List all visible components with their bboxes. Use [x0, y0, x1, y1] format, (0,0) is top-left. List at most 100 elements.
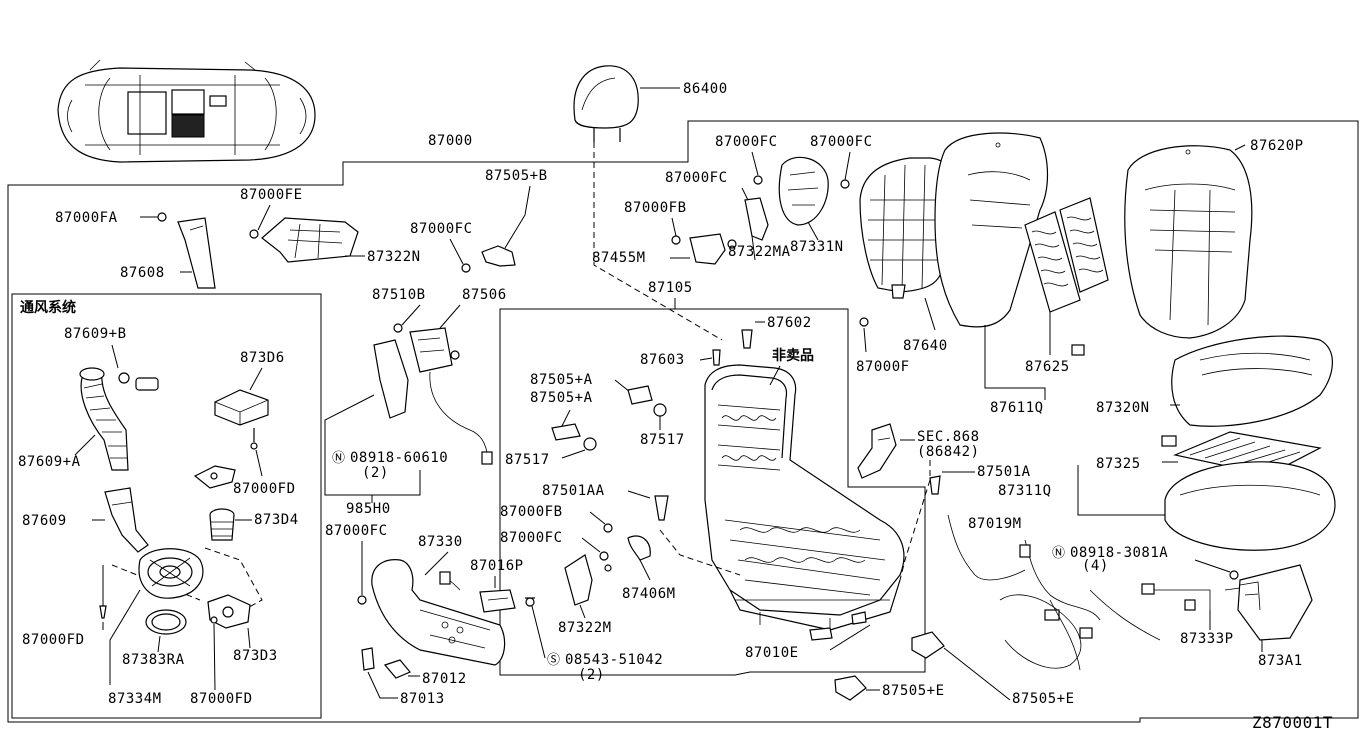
callout-87013: 87013 — [400, 691, 445, 707]
callout-87000FC-b: 87000FC — [715, 134, 778, 150]
module-873D6 — [214, 389, 269, 450]
cover-87331N — [778, 156, 829, 226]
callout-87000F: 87000F — [856, 359, 910, 375]
callout-87016P: 87016P — [470, 558, 524, 574]
motor-873D3 — [207, 594, 251, 629]
bracket-small-vent — [193, 465, 236, 489]
diagram-id: Z870001T — [1252, 713, 1333, 732]
knob-87012 — [383, 659, 411, 679]
ventilation-box — [11, 293, 322, 719]
seat-frame-87010E — [704, 364, 905, 641]
callout-87625: 87625 — [1025, 359, 1070, 375]
ventilation-title: 通风系统 — [20, 299, 76, 316]
knob-87013 — [361, 647, 375, 671]
callout-87019M: 87019M — [968, 516, 1022, 532]
callout-87505E-a: 87505+E — [882, 683, 945, 699]
callout-87000: 87000 — [428, 133, 473, 149]
cushion-cover-87320N — [1171, 335, 1333, 427]
callout-87320N: 87320N — [1096, 400, 1150, 416]
callout-87000FC-d: 87000FC — [665, 170, 728, 186]
callout-873D4: 873D4 — [254, 512, 299, 528]
callout-87325: 87325 — [1096, 456, 1141, 472]
callout-873A1: 873A1 — [1258, 653, 1303, 669]
callout-87000FB-b: 87000FB — [500, 504, 563, 520]
blower-87334M — [138, 548, 204, 635]
callout-87322M: 87322M — [558, 620, 612, 636]
callout-87105: 87105 — [648, 280, 693, 296]
callout-87000FD-c: 87000FD — [190, 691, 253, 707]
side-shield-87330 — [371, 559, 506, 666]
clip-87505E-a — [834, 675, 867, 701]
grommet-873D4 — [209, 508, 235, 541]
callout-08918-60610: 08918-60610 — [350, 450, 448, 466]
callout-87012: 87012 — [422, 671, 467, 687]
callout-87602: 87602 — [767, 315, 812, 331]
callout-87406M: 87406M — [622, 586, 676, 602]
headrest — [573, 65, 639, 142]
callout-873D6: 873D6 — [240, 350, 285, 366]
callout-87505A-b: 87505+A — [530, 390, 593, 406]
duct-87609A — [79, 367, 159, 471]
callout-87609B: 87609+B — [64, 326, 127, 342]
callout-87611Q: 87611Q — [990, 400, 1044, 416]
seatback-cover-87611Q — [934, 132, 1049, 328]
callout-08918-3081A: 08918-3081A — [1070, 545, 1168, 561]
circle-n-ref-a: Ⓝ — [332, 451, 345, 466]
callout-87311Q: 87311Q — [998, 483, 1052, 499]
callout-87383RA: 87383RA — [122, 652, 185, 668]
trim-87608 — [177, 217, 216, 289]
qty-08543-51042: (2) — [578, 667, 605, 683]
cover-87322M — [564, 554, 612, 606]
callout-87334M: 87334M — [108, 691, 162, 707]
callout-08543-51042: 08543-51042 — [565, 652, 663, 668]
callout-87333P: 87333P — [1180, 631, 1234, 647]
callout-87322MA: 87322MA — [728, 244, 791, 260]
seatback-pad-87640 — [859, 157, 955, 299]
seatback-pad-87620P — [1124, 145, 1253, 339]
clip-87505E-b — [911, 631, 945, 659]
car-thumbnail — [57, 59, 316, 163]
bracket-87322N — [249, 217, 359, 263]
lever-87406M — [627, 535, 651, 561]
fan-873A1 — [1224, 564, 1313, 641]
callout-87608: 87608 — [120, 265, 165, 281]
harness-87019M — [947, 514, 1161, 671]
callout-87501A: 87501A — [977, 464, 1031, 480]
callout-87517-a: 87517 — [640, 432, 685, 448]
callout-87322N: 87322N — [367, 249, 421, 265]
callout-87331N: 87331N — [790, 239, 844, 255]
callout-87010E: 87010E — [745, 645, 799, 661]
qty-08918-60610: (2) — [362, 465, 389, 481]
switch-87016P — [439, 571, 535, 613]
callout-985H0: 985H0 — [346, 501, 391, 517]
frame-assembly-outline — [499, 308, 926, 676]
sec-ref-line1: SEC.868 — [917, 429, 980, 445]
callout-87455M: 87455M — [592, 250, 646, 266]
callout-87505B: 87505+B — [485, 168, 548, 184]
callout-87640: 87640 — [903, 338, 948, 354]
callout-87000FC-f: 87000FC — [325, 523, 388, 539]
sec-ref-line2: (86842) — [917, 444, 980, 460]
callout-87505E-b: 87505+E — [1012, 691, 1075, 707]
non-serviceable-label: 非卖品 — [772, 347, 814, 364]
callout-87620P: 87620P — [1250, 138, 1304, 154]
callout-86400: 86400 — [683, 81, 728, 97]
clip-87505B — [461, 245, 516, 273]
callout-87505A-a: 87505+A — [530, 372, 593, 388]
callout-87609: 87609 — [22, 513, 67, 529]
callout-87000FD-b: 87000FD — [22, 632, 85, 648]
callout-87517-b: 87517 — [505, 452, 550, 468]
harness-87333P — [1141, 583, 1211, 611]
callout-87506: 87506 — [462, 287, 507, 303]
callout-87609A: 87609+A — [18, 454, 81, 470]
callout-87501AA: 87501AA — [542, 483, 605, 499]
cover-87455M — [689, 233, 726, 265]
cushion-pad-87311Q — [1164, 461, 1336, 551]
callout-87000FD-a: 87000FD — [233, 481, 296, 497]
heater-87625 — [1024, 197, 1109, 356]
duct-87609 — [104, 487, 149, 553]
assembly-outline — [7, 120, 1359, 723]
callout-87000FC-c: 87000FC — [810, 134, 873, 150]
buckle-sec868 — [857, 423, 897, 479]
